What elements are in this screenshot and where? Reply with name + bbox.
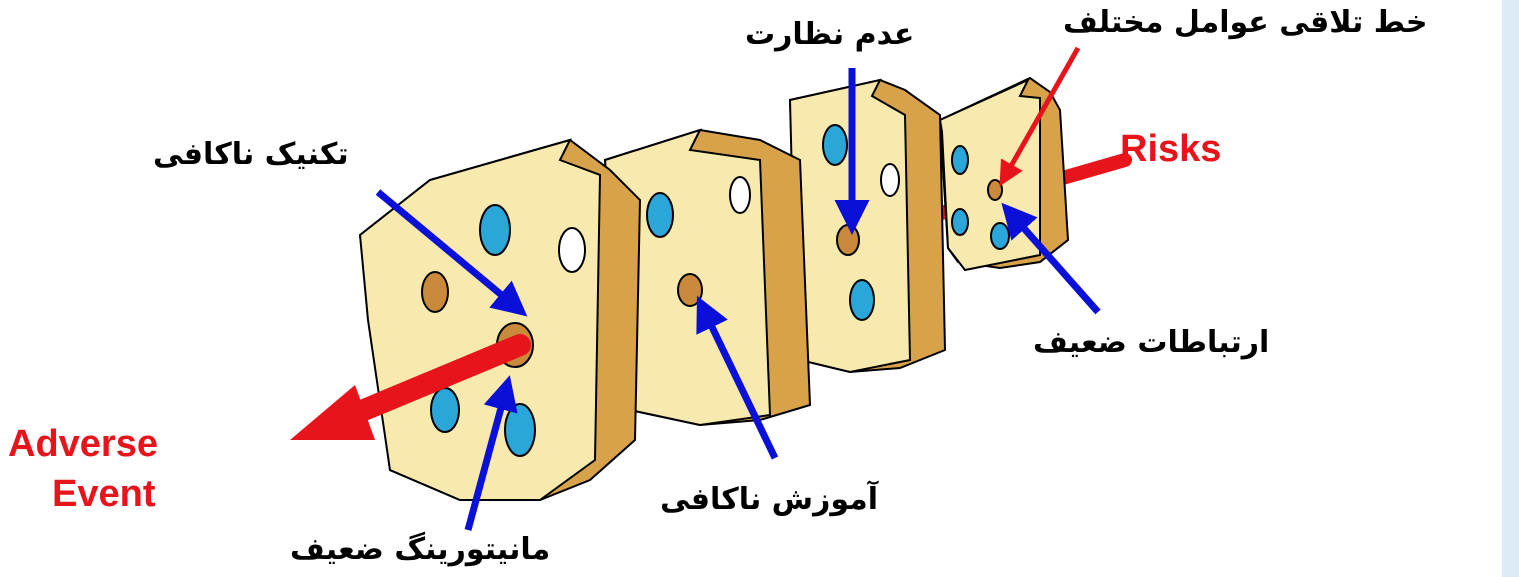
side-strip — [1502, 0, 1519, 577]
label-weak-monitoring: مانیتورینگ ضعیف — [290, 535, 550, 565]
label-weak-communication: ارتباطات ضعیف — [1033, 328, 1269, 358]
label-lack-of-supervision: عدم نظارت — [745, 20, 914, 50]
label-adverse-event-line1: Adverse — [8, 425, 158, 463]
label-inadequate-technique: تکنیک ناکافی — [153, 140, 349, 170]
label-inadequate-training: آموزش ناکافی — [660, 485, 878, 515]
cheese-slice-1 — [360, 140, 640, 500]
label-risks: Risks — [1120, 130, 1221, 168]
cheese-slice-3 — [790, 80, 945, 372]
label-intersection-of-factors: خط تلاقی عوامل مختلف — [1063, 8, 1427, 38]
label-adverse-event-line2: Event — [52, 475, 155, 513]
risk-arrowhead — [290, 385, 375, 440]
